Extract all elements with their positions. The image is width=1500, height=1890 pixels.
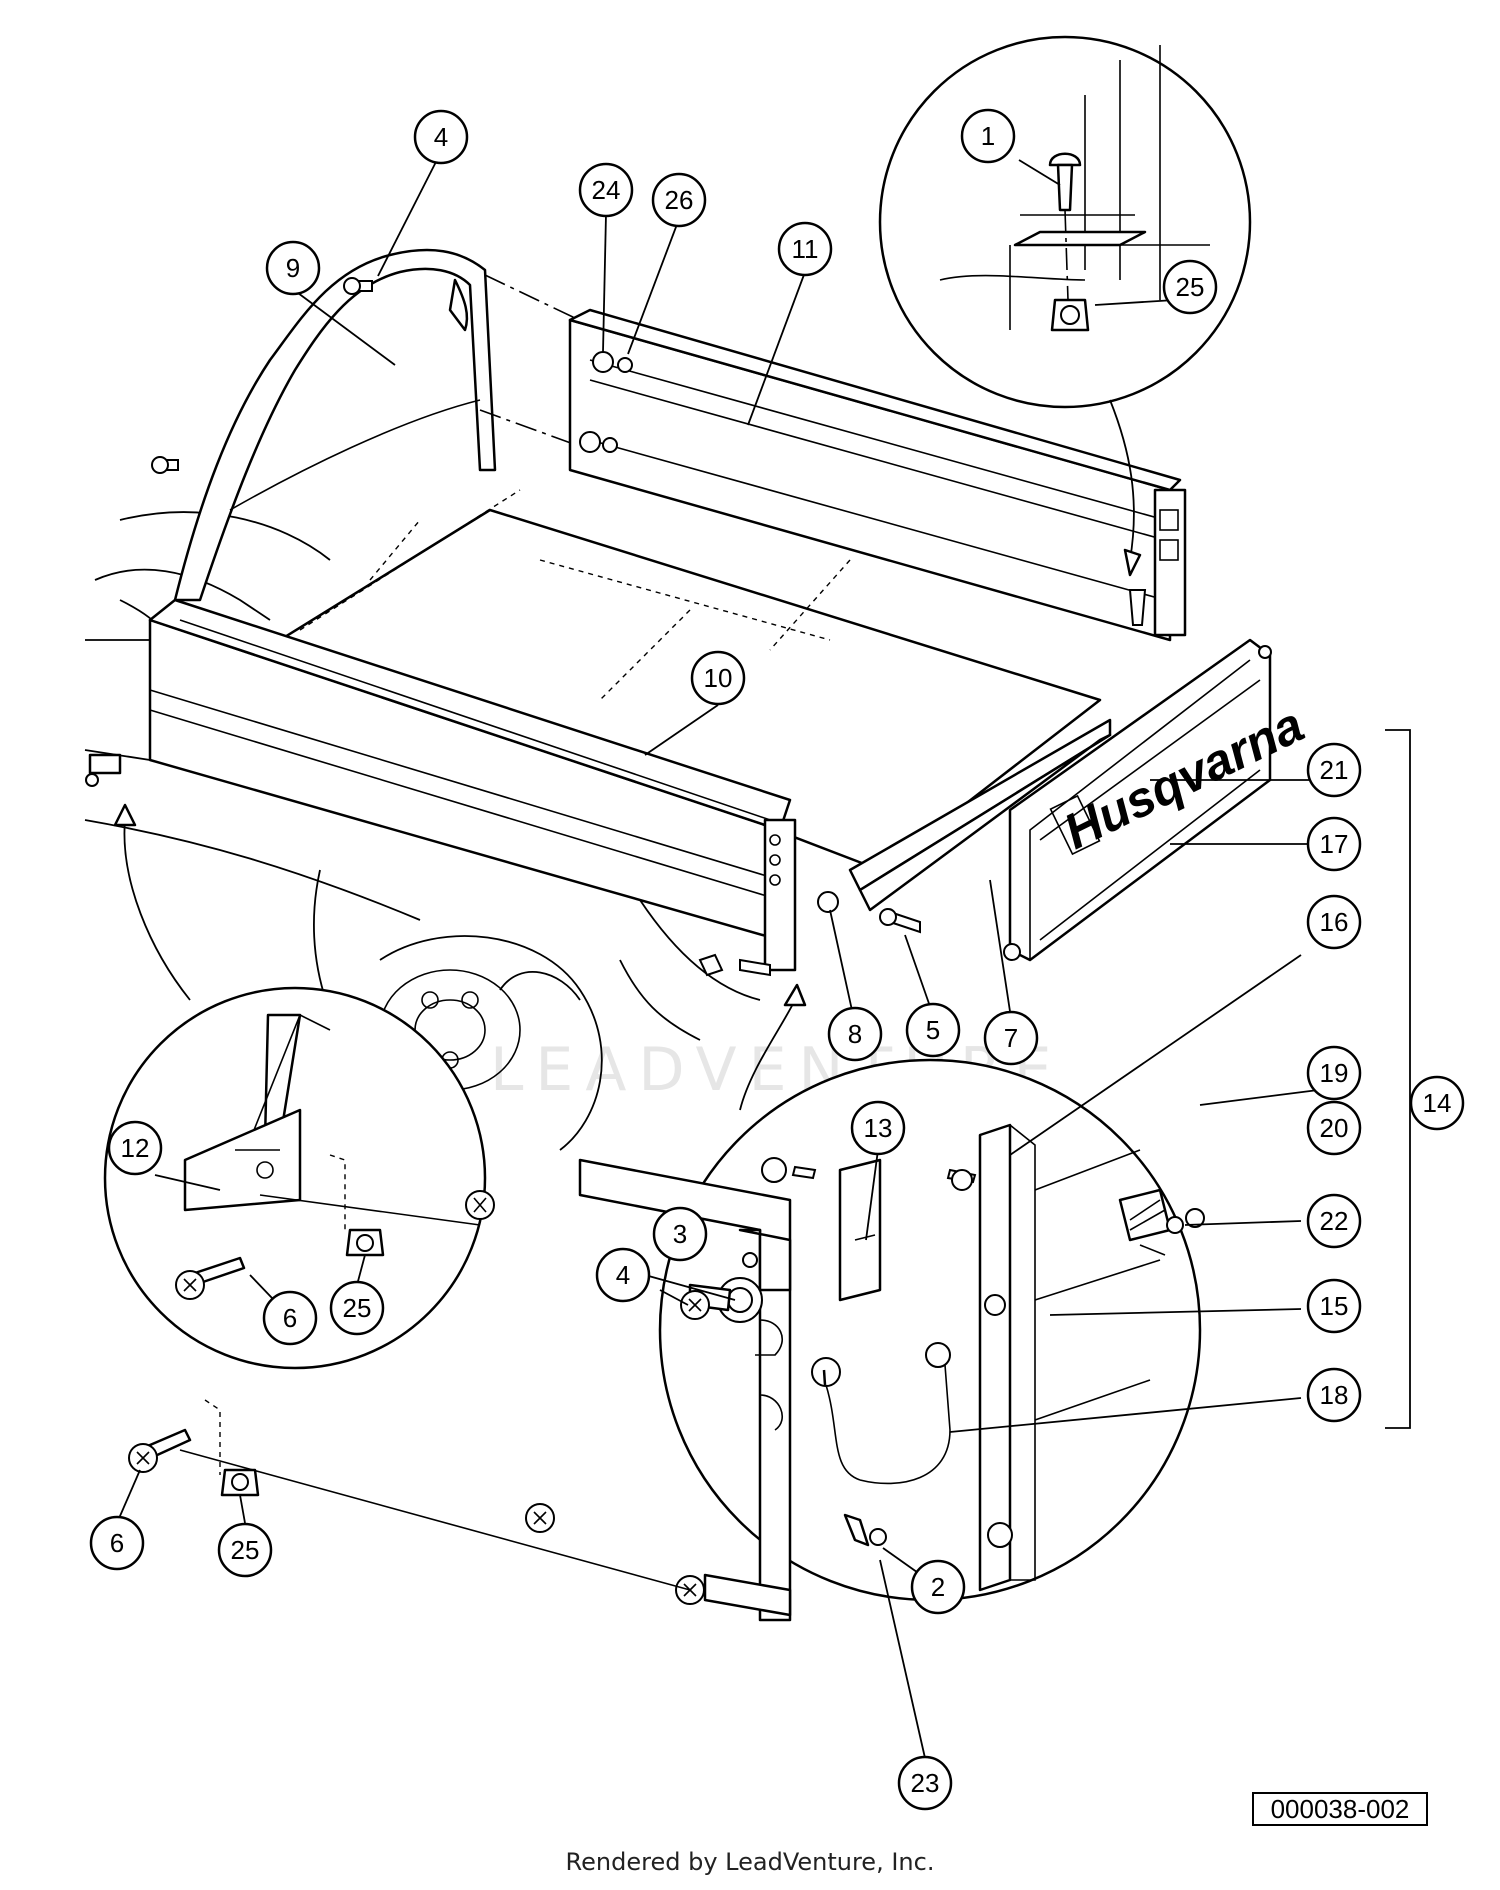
svg-text:7: 7 [1004, 1023, 1018, 1053]
back-panel [568, 308, 1187, 642]
svg-text:24: 24 [592, 175, 621, 205]
svg-text:17: 17 [1320, 829, 1349, 859]
svg-text:10: 10 [704, 663, 733, 693]
svg-text:3: 3 [673, 1219, 687, 1249]
callout-25-top: 25 [1162, 259, 1218, 315]
svg-text:25: 25 [1176, 272, 1205, 302]
svg-text:8: 8 [848, 1019, 862, 1049]
callout-10: 10 [690, 650, 746, 706]
svg-text:14: 14 [1423, 1088, 1452, 1118]
callout-14: 14 [1409, 1075, 1465, 1131]
svg-text:20: 20 [1320, 1113, 1349, 1143]
callout-9: 9 [265, 240, 321, 296]
svg-text:22: 22 [1320, 1206, 1349, 1236]
svg-text:2: 2 [931, 1572, 945, 1602]
callout-25-detail: 25 [329, 1280, 385, 1336]
svg-text:26: 26 [665, 185, 694, 215]
callout-3: 3 [652, 1206, 708, 1262]
detail-circle-hinge [578, 983, 1205, 1622]
callout-17: 17 [1306, 816, 1362, 872]
callout-16: 16 [1306, 894, 1362, 950]
svg-text:23: 23 [911, 1768, 940, 1798]
svg-text:16: 16 [1320, 907, 1349, 937]
svg-text:13: 13 [864, 1113, 893, 1143]
svg-text:4: 4 [434, 122, 448, 152]
left-side-panel [88, 598, 797, 977]
side-rail [848, 718, 1112, 912]
callout-5: 5 [905, 1002, 961, 1058]
callout-6-detail: 6 [262, 1290, 318, 1346]
svg-text:19: 19 [1320, 1058, 1349, 1088]
callout-4-hinge: 4 [595, 1247, 651, 1303]
callout-18: 18 [1306, 1367, 1362, 1423]
callout-8: 8 [827, 1006, 883, 1062]
vehicle-body-outline [84, 511, 761, 1151]
callout-2: 2 [910, 1559, 966, 1615]
callout-12: 12 [107, 1120, 163, 1176]
headache-rack [173, 248, 601, 602]
callout-6-lower: 6 [89, 1515, 145, 1571]
callout-21: 21 [1306, 742, 1362, 798]
callout-25-lower: 25 [217, 1522, 273, 1578]
svg-text:6: 6 [283, 1303, 297, 1333]
small-fasteners [85, 277, 921, 977]
svg-text:25: 25 [343, 1293, 372, 1323]
callout-7: 7 [983, 1010, 1039, 1066]
callout-24: 24 [578, 162, 634, 218]
svg-text:1: 1 [981, 121, 995, 151]
svg-text:25: 25 [231, 1535, 260, 1565]
drawing-code-box: 000038-002 [1252, 1792, 1428, 1826]
callout-19: 19 [1306, 1045, 1362, 1101]
callout-leaders [116, 151, 1335, 1759]
callout-23: 23 [897, 1755, 953, 1811]
callout-20: 20 [1306, 1100, 1362, 1156]
footer-credit: Rendered by LeadVenture, Inc. [565, 1848, 935, 1876]
group-bracket [1385, 729, 1411, 1429]
callout-26: 26 [651, 172, 707, 228]
svg-text:11: 11 [792, 234, 819, 264]
callout-11: 11 [777, 221, 833, 277]
detail-circle-left [103, 803, 495, 1370]
lower-rail [128, 1399, 691, 1591]
svg-text:21: 21 [1320, 755, 1349, 785]
callout-1: 1 [960, 108, 1016, 164]
svg-text:5: 5 [926, 1015, 940, 1045]
svg-text:4: 4 [616, 1260, 630, 1290]
svg-text:9: 9 [286, 253, 300, 283]
callout-15: 15 [1306, 1278, 1362, 1334]
callout-13: 13 [850, 1100, 906, 1156]
svg-text:15: 15 [1320, 1291, 1349, 1321]
svg-text:6: 6 [110, 1528, 124, 1558]
tailgate: Husqvarna [1003, 638, 1312, 962]
svg-text:12: 12 [121, 1133, 150, 1163]
callout-22: 22 [1306, 1193, 1362, 1249]
callout-4-top: 4 [413, 109, 469, 165]
svg-text:18: 18 [1320, 1380, 1349, 1410]
